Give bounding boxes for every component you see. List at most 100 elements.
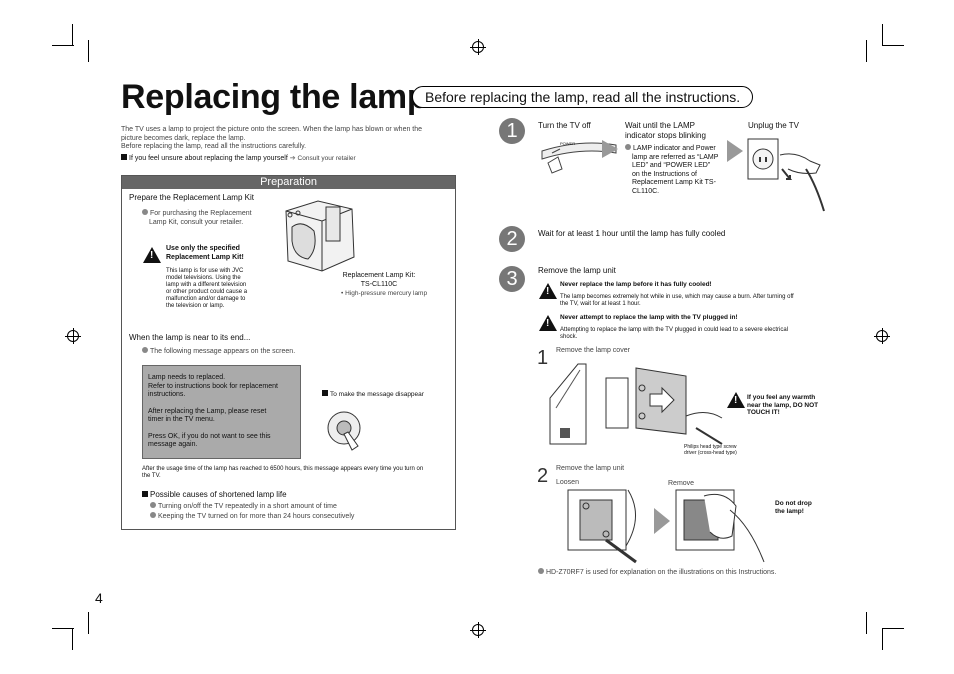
cause-text: Turning on/off the TV repeatedly in a sh… <box>158 503 337 510</box>
remote-ok-illustration <box>327 411 361 451</box>
unsure-text: If you feel unsure about replacing the l… <box>129 155 288 162</box>
step1-wait: Wait until the LAMP indicator stops blin… <box>625 121 706 141</box>
page-number: 4 <box>95 590 103 606</box>
registration-mark <box>470 622 486 638</box>
step3-text: Remove the lamp unit <box>538 266 616 275</box>
illustration-footnote: HD-Z70RF7 is used for explanation on the… <box>538 568 776 578</box>
step-number: 1 <box>499 118 525 144</box>
arrow-right-icon <box>602 140 618 158</box>
kit-note-text: High-pressure mercury lamp <box>345 290 428 297</box>
bullet-dot-icon <box>150 511 156 518</box>
kit-warning-title: Use only the specified Replacement Lamp … <box>166 245 244 262</box>
drop-warning: Do not drop the lamp! <box>775 500 812 515</box>
drop-line: the lamp! <box>775 507 804 515</box>
step-number: 2 <box>499 226 525 252</box>
warning-line: or other product could cause a <box>166 289 248 295</box>
warning-line: This lamp is for use with JVC <box>166 268 244 274</box>
note-line: LAMP indicator and Power <box>633 145 716 152</box>
arrow-right-icon <box>727 140 743 162</box>
warning-line: lamp with a different television <box>166 282 247 288</box>
page-title: Replacing the lamp <box>121 78 428 116</box>
purchase-line: Lamp Kit, consult your retailer. <box>149 218 244 226</box>
preparation-header: Preparation <box>122 176 455 189</box>
kit-label-line: TS-CL110C <box>360 280 398 288</box>
registration-mark <box>65 328 81 344</box>
crop-mark <box>52 628 74 629</box>
preparation-box: Preparation <box>121 175 456 530</box>
screwdriver-line: driver (cross-head type) <box>684 450 737 456</box>
warning-line: model televisions. Using the <box>166 275 241 281</box>
loosen-illustration <box>567 489 637 564</box>
disappear-text: To make the message disappear <box>330 391 424 398</box>
consult-text: Consult your retailer <box>297 155 356 162</box>
usage-line: After the usage time of the lamp has rea… <box>142 466 424 472</box>
warning-line: shock. <box>560 334 578 340</box>
wait-line: indicator stops blinking <box>625 131 706 140</box>
substep1-text: Remove the lamp cover <box>556 347 630 354</box>
crop-mark <box>866 612 867 634</box>
kit-label: Replacement Lamp Kit: TS-CL110C <box>341 272 417 289</box>
loosen-label: Loosen <box>556 479 579 486</box>
intro-line: The TV uses a lamp to project the pictur… <box>121 126 423 133</box>
causes-title: Possible causes of shortened lamp life <box>142 490 287 500</box>
warning-title-line: Use only the specified <box>166 245 240 252</box>
crop-mark <box>882 628 883 650</box>
warning-cooled-body: The lamp becomes extremely hot while in … <box>560 294 794 308</box>
purchase-note: For purchasing the Replacement Lamp Kit,… <box>142 209 252 227</box>
crop-mark <box>72 24 73 46</box>
usage-line: the TV. <box>142 473 161 479</box>
step1-turn-off: Turn the TV off <box>538 121 591 130</box>
intro-text: The TV uses a lamp to project the pictur… <box>121 126 451 152</box>
bullet-dot-icon <box>142 347 148 353</box>
lamp-cover-illustration <box>549 363 723 445</box>
warning-triangle-icon <box>727 392 745 408</box>
message-line: Refer to instructions book for replaceme… <box>148 382 278 390</box>
message-line: message again. <box>148 441 198 448</box>
crop-mark <box>866 40 867 62</box>
message-line: timer in the TV menu. <box>148 416 215 423</box>
warning-plugged-title: Never attempt to replace the lamp with t… <box>560 314 738 321</box>
bullet-dot-icon <box>625 144 631 150</box>
kit-label-line: Replacement Lamp Kit: <box>342 272 416 279</box>
remove-illustration <box>675 489 765 563</box>
usage-note: After the usage time of the lamp has rea… <box>142 466 454 480</box>
arrow-right-icon: ➔ <box>289 155 296 162</box>
kit-title: Prepare the Replacement Lamp Kit <box>129 193 254 202</box>
registration-mark <box>874 328 890 344</box>
footnote-text: HD-Z70RF7 is used for explanation on the… <box>546 569 777 576</box>
bullet-dot-icon <box>150 502 156 508</box>
cause-item: Keeping the TV turned on for more than 2… <box>150 511 354 522</box>
warmth-warning: If you feel any warmth near the lamp, DO… <box>747 394 818 417</box>
message-line: Lamp needs to replaced. <box>148 374 226 381</box>
subtitle-pill: Before replacing the lamp, read all the … <box>412 86 754 108</box>
note-line: CL110C. <box>632 187 660 195</box>
warning-cooled-title: Never replace the lamp before it has ful… <box>560 281 712 288</box>
warning-plugged-body: Attempting to replace the lamp with the … <box>560 327 788 341</box>
bullet-dot-icon <box>538 568 544 574</box>
causes-list: Turning on/off the TV repeatedly in a sh… <box>150 502 354 521</box>
message-line: After replacing the Lamp, please reset <box>148 407 267 415</box>
kit-warning-body: This lamp is for use with JVC model tele… <box>166 268 247 310</box>
warning-triangle-icon <box>143 247 161 263</box>
lamp-kit-illustration <box>285 200 355 272</box>
remove-label: Remove <box>668 480 695 487</box>
warning-title-line: Replacement Lamp Kit! <box>166 253 244 261</box>
warmth-line: If you feel any warmth <box>747 394 816 401</box>
bullet-square-icon <box>121 154 127 160</box>
substep-number: 2 <box>537 465 549 487</box>
end-note: The following message appears on the scr… <box>142 347 295 357</box>
screwdriver-line: Philips head type screw <box>684 444 737 450</box>
substep2-text: Remove the lamp unit <box>556 465 625 472</box>
disappear-note: To make the message disappear <box>322 390 424 398</box>
bullet-square-icon <box>142 491 148 497</box>
wait-line: Wait until the LAMP <box>625 121 695 130</box>
crop-mark <box>72 628 73 650</box>
message-line: instructions. <box>148 391 186 398</box>
warning-triangle-icon <box>539 283 557 299</box>
warning-line: the television or lamp. <box>166 303 225 309</box>
power-button-illustration <box>541 142 617 174</box>
warning-line: The lamp becomes extremely hot while in … <box>560 294 794 300</box>
bullet-square-icon <box>322 390 328 396</box>
crop-mark <box>882 24 883 46</box>
crop-mark <box>882 45 904 46</box>
